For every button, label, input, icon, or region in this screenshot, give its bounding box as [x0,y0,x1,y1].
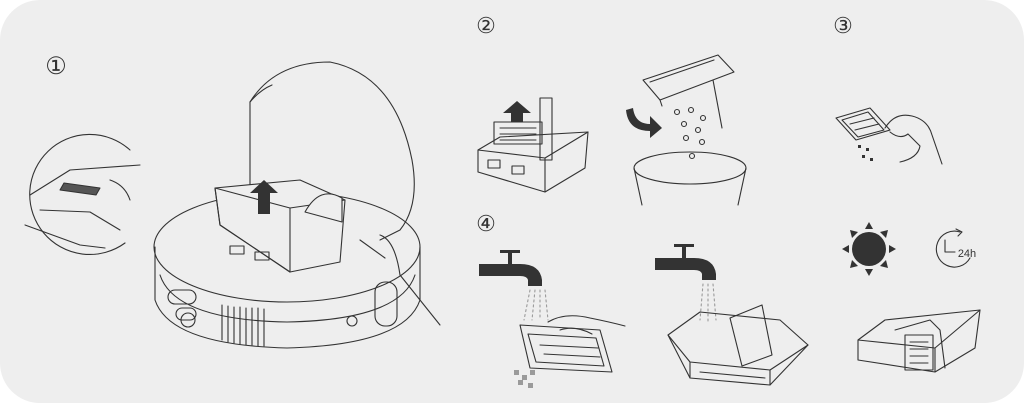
vent-grille [221,304,265,347]
step-1-number: ① [45,53,67,80]
dustbin-drying [857,309,981,373]
step-4-label: ④ [476,211,496,236]
curved-arrow-icon [626,108,662,138]
step-2-label: ② [476,13,496,38]
water-stream [699,283,717,323]
arrow-up-icon [250,180,278,214]
dustbin-open-filter [477,97,589,193]
faucet-icon [655,244,716,280]
robot-vacuum [153,61,441,349]
step-2-number: ② [476,13,496,38]
step-3-label: ③ [833,13,853,38]
arrow-up-icon [503,101,531,122]
latch-detail-zoom [24,133,141,256]
falling-dust [858,145,873,161]
filter-rinse-hand [519,315,626,373]
water-stream [523,289,549,321]
falling-dust [673,106,707,160]
dirt-particles [514,370,535,388]
faucet-icon [479,250,542,286]
step-4-number: ④ [476,211,496,236]
dry-time-label: 24h [958,248,976,260]
sun-icon [842,222,896,276]
step-1-label: ① [45,53,67,80]
filter-tapping [642,54,735,160]
step-3-number: ③ [833,13,853,38]
filter-tap-hand [835,107,943,165]
trash-bin [633,151,747,206]
dustbin-rinse [667,304,809,386]
clock-24h-icon: 24h [935,228,976,268]
